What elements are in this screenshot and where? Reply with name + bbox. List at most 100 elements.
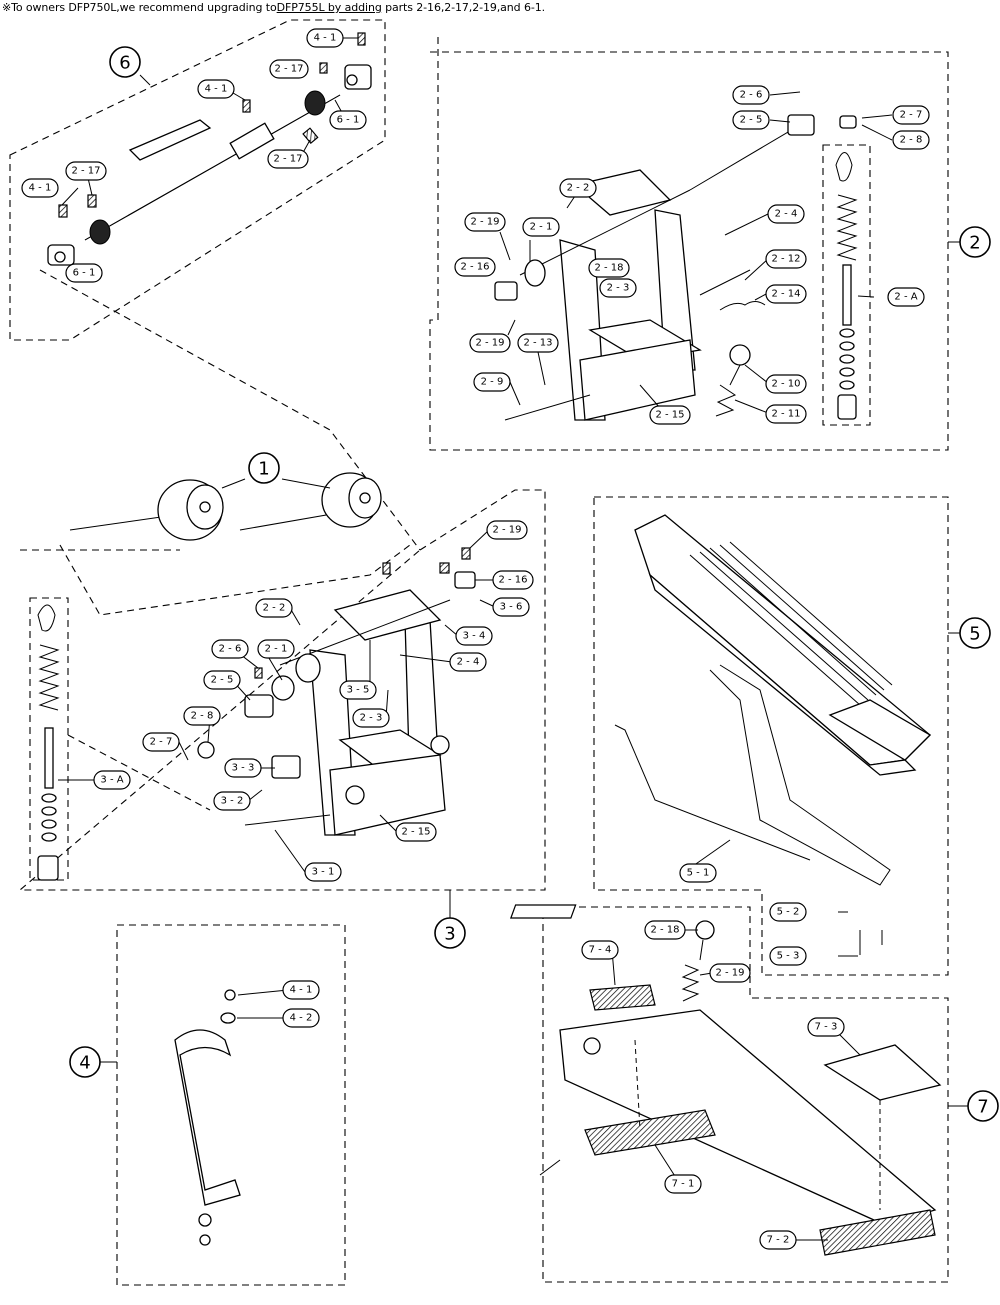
part-label: 7 - 1 xyxy=(664,1174,702,1194)
part-label: 2 - 19 xyxy=(486,520,528,540)
group-marker-1: 1 xyxy=(248,452,280,484)
note-suffix: parts 2-16,2-17,2-19,and 6-1. xyxy=(381,1,546,14)
footboard-assembly xyxy=(509,514,932,955)
part-label: 2 - 1 xyxy=(257,639,295,659)
part-label: 2 - 2 xyxy=(255,598,293,618)
svg-text:5: 5 xyxy=(969,624,980,645)
svg-text:2: 2 xyxy=(969,233,980,254)
svg-text:2 - 19: 2 - 19 xyxy=(492,525,521,536)
group-5-boundary xyxy=(593,496,949,976)
svg-text:2 - 13: 2 - 13 xyxy=(523,338,552,349)
group-marker-2: 2 xyxy=(959,226,991,258)
part-label: 2 - 17 xyxy=(65,161,107,181)
svg-text:2 - 2: 2 - 2 xyxy=(567,183,590,194)
connector-3a-to-frame xyxy=(67,734,211,811)
labels-group-3: 2 - 19 2 - 16 2 - 2 3 - 6 3 - 4 2 - 6 2 … xyxy=(93,520,534,882)
svg-text:7 - 4: 7 - 4 xyxy=(589,945,612,956)
svg-text:2 - 12: 2 - 12 xyxy=(771,254,800,265)
part-label: 5 - 2 xyxy=(769,902,807,922)
svg-text:2 - 17: 2 - 17 xyxy=(71,166,100,177)
svg-text:7: 7 xyxy=(977,1097,988,1118)
part-label: 2 - 15 xyxy=(395,822,437,842)
part-label: 2 - 17 xyxy=(269,59,309,79)
connector-6-to-3 xyxy=(39,269,421,551)
group-4-boundary xyxy=(116,924,346,1286)
svg-text:2 - 3: 2 - 3 xyxy=(607,283,630,294)
part-label: 2 - 4 xyxy=(767,204,805,224)
labels-group-6: 4 - 1 2 - 17 4 - 1 6 - 1 2 - 17 4 - 1 2 … xyxy=(21,28,367,283)
strap-assembly xyxy=(174,989,241,1246)
svg-text:2 - 6: 2 - 6 xyxy=(219,644,242,655)
part-label: 7 - 3 xyxy=(807,1017,845,1037)
part-label: 2 - 4 xyxy=(449,652,487,672)
part-label: 2 - 8 xyxy=(183,706,221,726)
svg-text:1: 1 xyxy=(258,459,269,480)
svg-text:4 - 1: 4 - 1 xyxy=(29,183,52,194)
svg-text:2 - 11: 2 - 11 xyxy=(771,409,800,420)
part-label: 2 - 13 xyxy=(517,333,559,353)
part-label: 2 - 3 xyxy=(599,278,637,298)
svg-text:4 - 1: 4 - 1 xyxy=(205,84,228,95)
part-label: 5 - 1 xyxy=(679,863,717,883)
part-label: 2 - 16 xyxy=(454,257,496,277)
svg-text:2 - 8: 2 - 8 xyxy=(191,711,214,722)
part-label: 6 - 1 xyxy=(65,263,103,283)
svg-text:6: 6 xyxy=(119,53,130,74)
svg-text:3 - 1: 3 - 1 xyxy=(312,867,335,878)
part-label: 3 - 4 xyxy=(455,626,493,646)
group-marker-5: 5 xyxy=(959,617,991,649)
part-label: 2 - 17 xyxy=(267,149,309,169)
part-label: 2 - 16 xyxy=(492,570,534,590)
svg-text:6 - 1: 6 - 1 xyxy=(337,115,360,126)
part-label: 2 - 19 xyxy=(469,333,511,353)
connector-2a-inset xyxy=(822,144,871,426)
svg-text:2 - 19: 2 - 19 xyxy=(475,338,504,349)
svg-text:2 - 6: 2 - 6 xyxy=(740,90,763,101)
longboard-assembly xyxy=(559,920,942,1256)
labels-group-4: 4 - 1 4 - 2 xyxy=(282,980,320,1028)
svg-text:2 - 4: 2 - 4 xyxy=(457,657,480,668)
part-label: 4 - 1 xyxy=(306,28,344,48)
part-label: 2 - 7 xyxy=(892,105,930,125)
svg-text:4: 4 xyxy=(79,1053,90,1074)
svg-text:2 - 15: 2 - 15 xyxy=(655,410,684,421)
svg-text:2 - 4: 2 - 4 xyxy=(775,209,798,220)
pedal-frame-assembly xyxy=(494,114,858,421)
group-3-boundary xyxy=(18,489,546,891)
svg-text:2 - 15: 2 - 15 xyxy=(401,827,430,838)
note-prefix: ※To owners DFP750L,we recommend upgradin… xyxy=(2,1,277,14)
svg-text:5 - 1: 5 - 1 xyxy=(687,868,710,879)
group-6-boundary xyxy=(9,19,386,341)
svg-text:2 - 17: 2 - 17 xyxy=(273,154,302,165)
part-label: 2 - 10 xyxy=(765,374,807,394)
part-label: 2 - 18 xyxy=(644,920,686,940)
leader-lines xyxy=(58,37,893,1241)
double-pedal-frame xyxy=(37,547,476,881)
svg-text:2 - 17: 2 - 17 xyxy=(274,64,303,75)
note-adding: by adding xyxy=(324,1,382,14)
part-label: 3 - 6 xyxy=(492,597,530,617)
connector-1-to-3 xyxy=(59,544,411,616)
part-label: 5 - 3 xyxy=(769,946,807,966)
svg-text:2 - 10: 2 - 10 xyxy=(771,379,800,390)
part-label: 2 - 5 xyxy=(203,670,241,690)
part-label: 2 - 15 xyxy=(649,405,691,425)
svg-text:2 - 16: 2 - 16 xyxy=(498,575,527,586)
part-label: 2 - 18 xyxy=(588,258,630,278)
part-label: 2 - 19 xyxy=(464,212,506,232)
svg-text:3 - 5: 3 - 5 xyxy=(347,685,370,696)
svg-text:5 - 3: 5 - 3 xyxy=(777,951,800,962)
svg-text:5 - 2: 5 - 2 xyxy=(777,907,800,918)
part-label: 2 - 12 xyxy=(765,249,807,269)
svg-text:7 - 2: 7 - 2 xyxy=(767,1235,790,1246)
part-label: 3 - 1 xyxy=(304,862,342,882)
svg-text:2 - 18: 2 - 18 xyxy=(650,925,679,936)
svg-text:3 - A: 3 - A xyxy=(100,775,123,786)
group-marker-3: 3 xyxy=(434,917,466,949)
part-label: 7 - 2 xyxy=(759,1230,797,1250)
svg-text:3 - 2: 3 - 2 xyxy=(221,796,244,807)
svg-text:3 - 4: 3 - 4 xyxy=(463,631,486,642)
svg-text:2 - 7: 2 - 7 xyxy=(150,737,173,748)
beater-heads xyxy=(69,472,382,541)
